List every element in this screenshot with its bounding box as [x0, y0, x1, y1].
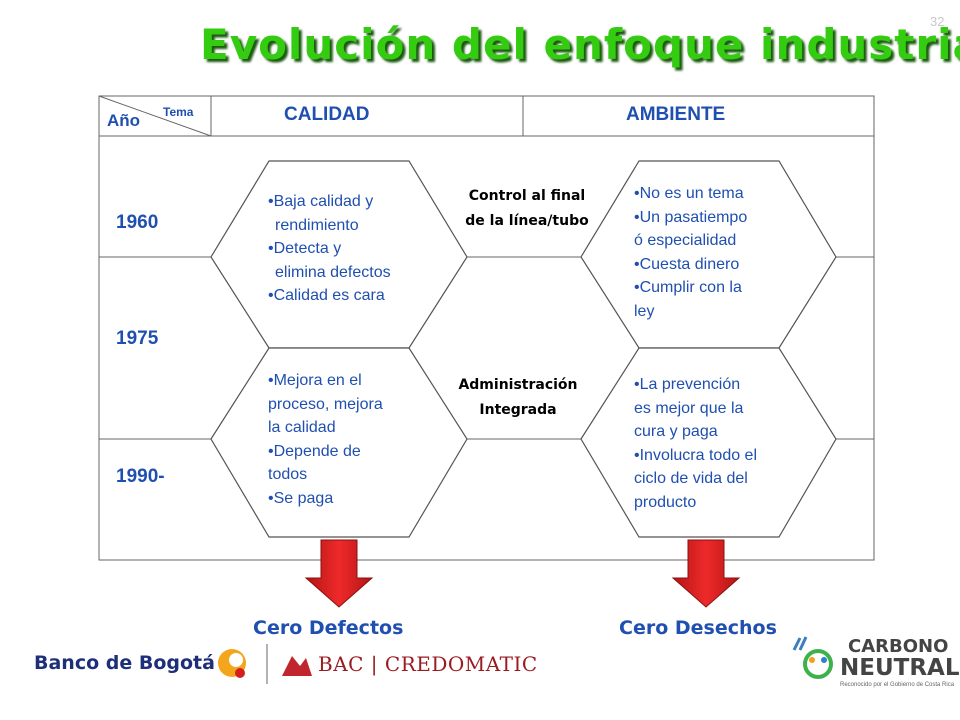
carbon-neutral-text-1: CARBONO — [848, 636, 949, 657]
corner-diagonal — [98, 95, 212, 137]
quality-goal-label: Cero Defectos — [253, 617, 404, 639]
corner-topic-label: Tema — [163, 105, 194, 119]
carbon-neutral-note: Reconocido por el Gobierno de Costa Rica — [840, 682, 955, 688]
environment-hexagon-bottom — [580, 347, 837, 538]
quality-hexagon-bottom — [210, 347, 468, 538]
quality-column-header: CALIDAD — [284, 104, 370, 125]
slide-title: Evolución del enfoque industrial — [200, 20, 960, 69]
slide-number: 32 — [930, 14, 945, 29]
carbon-neutral-text-2: NEUTRAL — [840, 655, 960, 681]
year-label: 1990- — [116, 466, 165, 487]
carbon-neutral-logo-icon — [803, 649, 833, 679]
environment-column-header: AMBIENTE — [626, 104, 726, 125]
bank-logo-text: Banco de Bogotá — [34, 652, 215, 674]
arrow-down-icon — [304, 539, 374, 608]
corner-year-label: Año — [107, 111, 141, 130]
arrow-down-icon — [671, 539, 741, 608]
bac-logo-icon — [282, 656, 312, 676]
year-label: 1960 — [116, 212, 159, 233]
bac-logo-text: BAC | CREDOMATIC — [318, 652, 538, 676]
year-label: 1975 — [116, 328, 159, 349]
environment-goal-label: Cero Desechos — [619, 617, 777, 639]
